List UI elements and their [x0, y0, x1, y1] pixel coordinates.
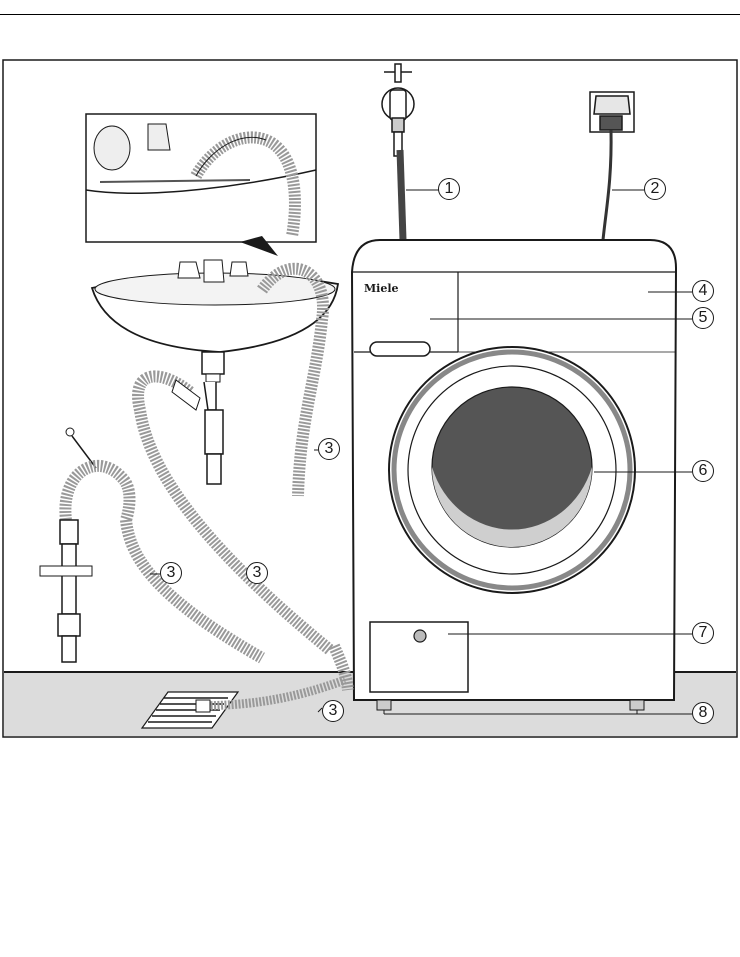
foot-left [377, 700, 391, 710]
hose-nozzle [196, 700, 210, 712]
washing-machine [352, 240, 676, 710]
sink-detail-inset [86, 114, 316, 242]
wall-socket [590, 92, 634, 132]
brand-logo: Miele [364, 282, 399, 295]
water-inlet-hose [400, 150, 403, 240]
foot-right [630, 700, 644, 710]
drawer-handle [370, 342, 430, 356]
